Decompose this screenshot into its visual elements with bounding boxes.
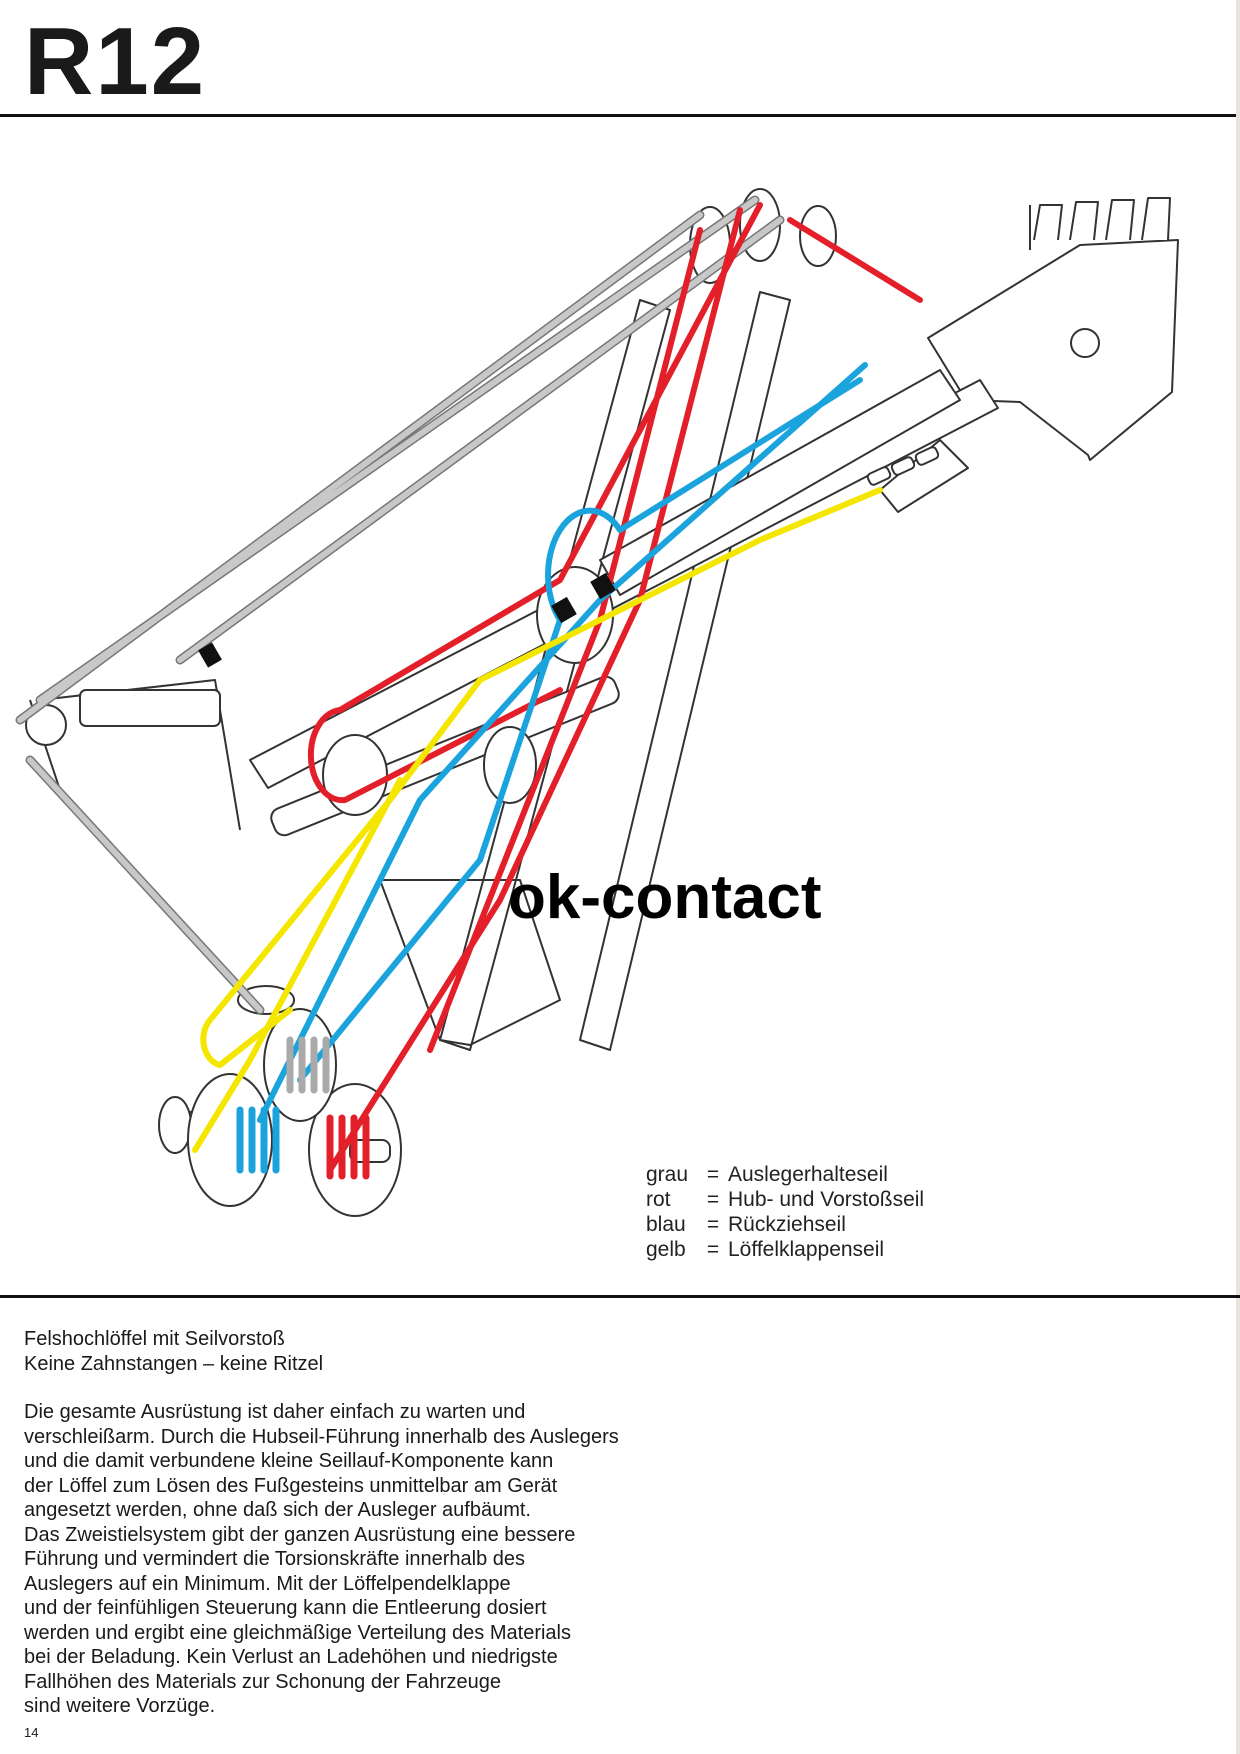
body-line: verschleißarm. Durch die Hubseil-Führung…: [24, 1425, 619, 1448]
legend-key: blau: [646, 1213, 686, 1236]
legend-equals: =: [706, 1213, 720, 1236]
body-line: werden und ergibt eine gleichmäßige Vert…: [24, 1621, 571, 1644]
page-number: 14: [24, 1725, 39, 1740]
body-line: Auslegers auf ein Minimum. Mit der Löffe…: [24, 1572, 511, 1595]
bucket-teeth: [1029, 197, 1171, 250]
body-line: bei der Beladung. Kein Verlust an Ladehö…: [24, 1646, 558, 1668]
watermark: ok-contact: [508, 863, 822, 932]
legend-row-red: rot = Hub- und Vorstoßseil: [646, 1187, 924, 1212]
body-line: Führung und vermindert die Torsionskräft…: [24, 1548, 526, 1570]
legend-key: grau: [646, 1163, 689, 1186]
subtitle: Felshochlöffel mit Seilvorstoß Keine Zah…: [24, 1327, 323, 1377]
legend-row-yellow: gelb = Löffelklappenseil: [646, 1237, 924, 1262]
legend-row-blue: blau = Rückziehseil: [646, 1212, 924, 1237]
section-rule: [0, 1295, 1240, 1298]
legend-key: gelb: [646, 1238, 686, 1261]
rope-legend: grau = Auslegerhalteseil rot = Hub- und …: [646, 1162, 924, 1262]
body-line: angesetzt werden, ohne daß sich der Ausl…: [24, 1499, 531, 1521]
subtitle-line: Keine Zahnstangen – keine Ritzel: [24, 1353, 324, 1375]
legend-label: Hub- und Vorstoßseil: [728, 1188, 925, 1211]
body-line: und die damit verbundene kleine Seillauf…: [24, 1450, 554, 1472]
legend-equals: =: [706, 1163, 720, 1186]
page-title: R12: [24, 8, 207, 115]
body-line: und der feinfühligen Steuerung kann die …: [24, 1597, 547, 1619]
subtitle-line: Felshochlöffel mit Seilvorstoß: [24, 1328, 285, 1350]
legend-label: Rückziehseil: [728, 1213, 846, 1236]
legend-key: rot: [646, 1188, 671, 1211]
body-paragraph: Die gesamte Ausrüstung ist daher einfach…: [24, 1400, 744, 1719]
legend-label: Löffelklappenseil: [728, 1238, 885, 1261]
body-line: der Löffel zum Lösen des Fußgesteins unm…: [24, 1474, 558, 1497]
body-line: Fallhöhen des Materials zur Schonung der…: [24, 1670, 501, 1693]
legend-equals: =: [706, 1188, 720, 1211]
legend-label: Auslegerhalteseil: [728, 1163, 888, 1186]
rope-system-diagram: [15, 188, 1179, 1217]
body-line: sind weitere Vorzüge.: [24, 1695, 216, 1717]
body-line: Das Zweistielsystem gibt der ganzen Ausr…: [24, 1523, 576, 1546]
top-rule: [0, 114, 1240, 117]
bucket: [927, 239, 1179, 461]
legend-equals: =: [706, 1238, 720, 1261]
rope-yellow: [192, 487, 883, 1153]
body-line: Die gesamte Ausrüstung ist daher einfach…: [24, 1401, 526, 1423]
legend-row-grey: grau = Auslegerhalteseil: [646, 1162, 924, 1187]
page-edge: [1236, 0, 1240, 1754]
rope-blue: [257, 362, 868, 1123]
rope-clamps: [198, 572, 616, 668]
rope-red: [307, 202, 923, 1173]
